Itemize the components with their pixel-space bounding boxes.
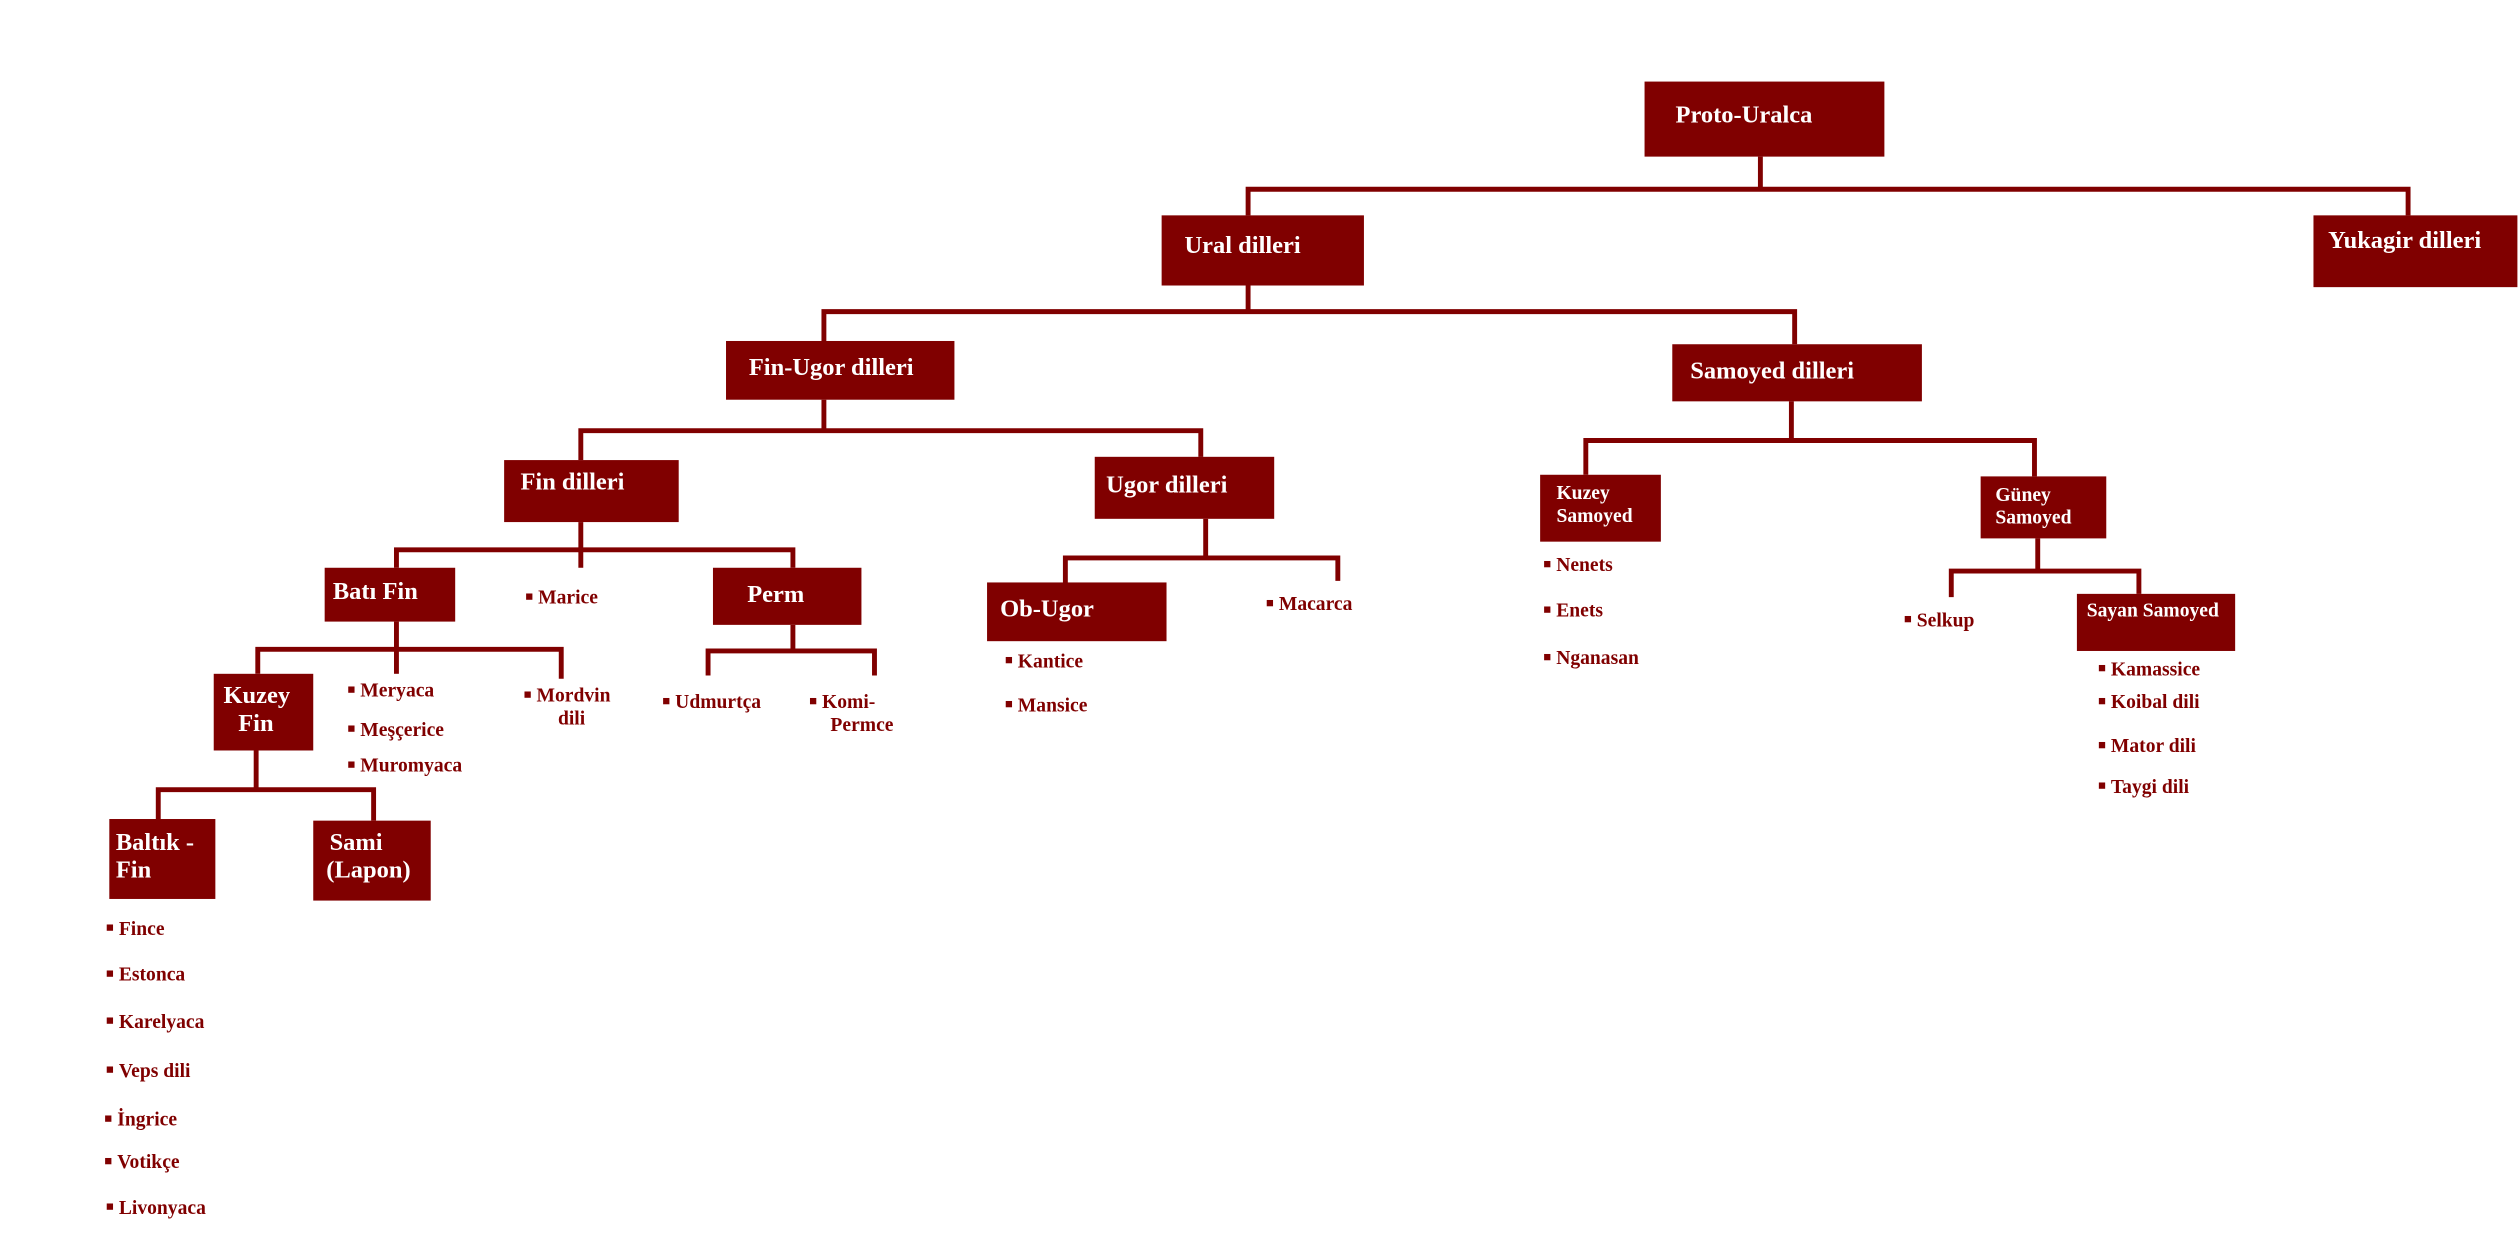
leaf-fince: ■Fince (106, 916, 165, 940)
leaf-nganasan: ■Nganasan (1543, 646, 1639, 669)
leaf-komi-permce: ■Komi- Permce (809, 690, 894, 736)
bullet-icon: ■ (106, 920, 114, 935)
leaf-karelyaca: ■Karelyaca (106, 1009, 205, 1033)
leaf-mescerice: ■Meşçerice (347, 717, 444, 741)
bullet-icon: ■ (2098, 778, 2107, 793)
bullet-icon: ■ (106, 1062, 114, 1077)
bullet-icon: ■ (1543, 649, 1552, 665)
bullet-icon: ■ (2098, 693, 2107, 709)
leaf-meryaca: ■Meryaca (347, 678, 435, 702)
leaf-koibal-dili: ■Koibal dili (2098, 690, 2200, 713)
leaf-votikce: ■Votikçe (104, 1150, 180, 1174)
connector-kuzeyfin-bar (155, 787, 377, 821)
connector-perm-bar (705, 648, 877, 676)
node-ural-dilleri: Ural dilleri (1161, 215, 1364, 286)
bullet-icon: ■ (347, 757, 356, 772)
leaf-ingrice: ■İngrice (104, 1107, 178, 1131)
bullet-icon: ■ (525, 588, 534, 604)
leaf-mator-dili: ■Mator dili (2098, 734, 2196, 758)
bullet-icon: ■ (662, 693, 671, 709)
connector-samoyed-bar (1583, 438, 2037, 477)
bullet-icon: ■ (2098, 737, 2107, 753)
bullet-icon: ■ (2098, 660, 2107, 676)
node-perm: Perm (712, 567, 862, 625)
bullet-icon: ■ (1543, 556, 1552, 572)
connector-ural-bar (821, 309, 1798, 345)
bullet-icon: ■ (106, 965, 114, 981)
leaf-mansice: ■Mansice (1005, 693, 1088, 717)
leaf-macarca: ■Macarca (1266, 592, 1353, 616)
bullet-icon: ■ (106, 1013, 114, 1028)
connector-ugor-bar (1062, 555, 1341, 583)
bullet-icon: ■ (104, 1111, 113, 1126)
connector-proto-bar (1245, 186, 2411, 216)
leaf-mordvin-dili: ■Mordvin dili (523, 683, 611, 729)
node-sami-lapon: Sami (Lapon) (313, 820, 431, 901)
connector-batifin-bar (255, 646, 564, 679)
leaf-estonca: ■Estonca (106, 962, 186, 986)
node-bati-fin: Batı Fin (324, 567, 456, 622)
bullet-icon: ■ (523, 686, 532, 702)
node-guney-samoyed-line1: Güney (1995, 482, 2051, 506)
bullet-icon: ■ (347, 681, 356, 697)
node-fin-dilleri: Fin dilleri (504, 460, 679, 523)
bullet-icon: ■ (1266, 595, 1274, 611)
bullet-icon: ■ (106, 1199, 114, 1214)
bullet-icon: ■ (1543, 602, 1552, 617)
leaf-livonyaca: ■Livonyaca (106, 1195, 206, 1219)
bullet-icon: ■ (104, 1153, 113, 1169)
leaf-taygi-dili: ■Taygi dili (2098, 774, 2190, 798)
connector-finugor-bar (578, 428, 1204, 461)
node-kuzey-samoyed-line1: Kuzey (1556, 481, 1610, 505)
leaf-udmurtca: ■Udmurtça (662, 690, 762, 713)
node-samoyed-dilleri: Samoyed dilleri (1672, 344, 1922, 402)
bullet-icon: ■ (347, 721, 356, 736)
node-kuzey-fin-line2: Fin (238, 711, 274, 738)
node-sami-lapon-line2: (Lapon) (326, 858, 411, 885)
bullet-icon: ■ (809, 693, 818, 709)
leaf-marice: ■Marice (525, 585, 598, 609)
leaf-nenets: ■Nenets (1543, 553, 1613, 576)
leaf-muromyaca: ■Muromyaca (347, 753, 463, 777)
node-sami-lapon-line1: Sami (329, 830, 383, 857)
node-kuzey-fin: Kuzey Fin (213, 673, 314, 751)
leaf-veps-dili: ■Veps dili (106, 1058, 191, 1082)
bullet-icon: ■ (1005, 652, 1013, 668)
node-sayan-samoyed: Sayan Samoyed (2076, 593, 2236, 651)
node-proto-uralca: Proto-Uralca (1644, 81, 1885, 157)
leaf-enets: ■Enets (1543, 598, 1603, 622)
leaf-kamassice: ■Kamassice (2098, 657, 2201, 681)
node-baltik-fin-line1: Baltık - (115, 830, 195, 857)
node-baltik-fin: Baltık - Fin (109, 819, 216, 899)
bullet-icon: ■ (1903, 611, 1912, 627)
node-ugor-dilleri: Ugor dilleri (1094, 456, 1275, 519)
node-kuzey-samoyed-line2: Samoyed (1556, 503, 1633, 527)
node-ob-ugor: Ob-Ugor (987, 582, 1167, 642)
connector-guney-bar (1948, 568, 2142, 598)
node-fin-ugor-dilleri: Fin-Ugor dilleri (726, 340, 955, 400)
node-kuzey-samoyed: Kuzey Samoyed (1540, 474, 1661, 542)
leaf-selkup: ■Selkup (1903, 608, 1975, 632)
connector-fin-bar (394, 547, 796, 568)
node-kuzey-fin-line1: Kuzey (223, 683, 291, 710)
node-yukagir-dilleri: Yukagir dilleri (2313, 215, 2518, 288)
node-guney-samoyed: Güney Samoyed (1980, 476, 2107, 539)
node-baltik-fin-line2: Fin (115, 858, 152, 885)
leaf-kantice: ■Kantice (1005, 649, 1084, 673)
bullet-icon: ■ (1005, 696, 1013, 712)
node-guney-samoyed-line2: Samoyed (1995, 505, 2072, 529)
